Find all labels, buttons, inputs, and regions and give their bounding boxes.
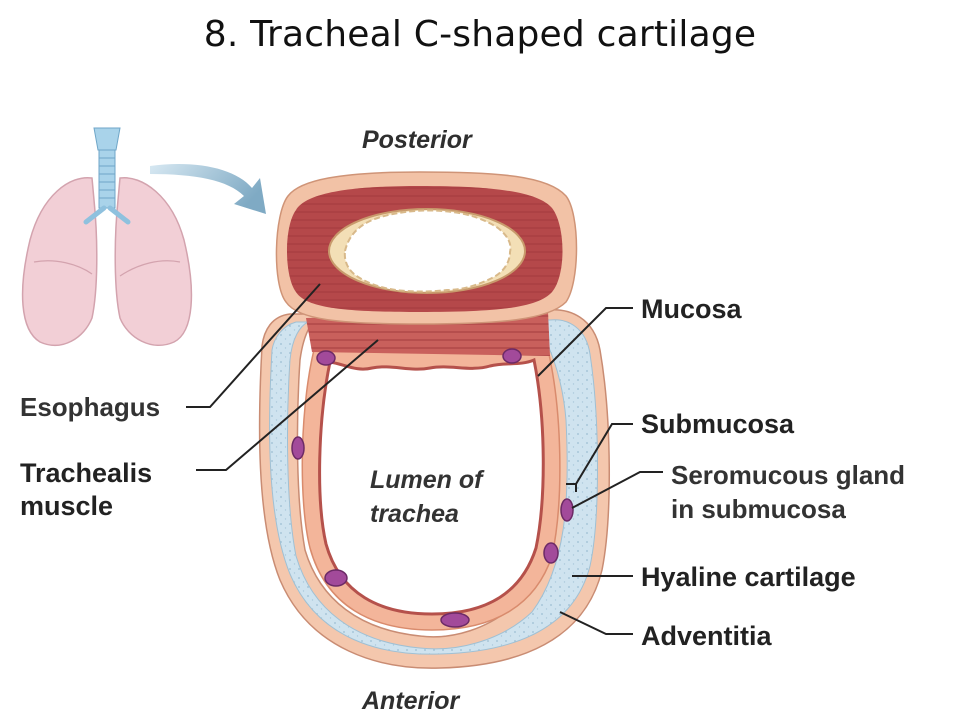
submucosa-label: Submucosa: [641, 409, 795, 439]
seromucous-label-line-1: Seromucous gland: [671, 460, 905, 490]
mucosa-label: Mucosa: [641, 294, 743, 324]
lungs-icon: [21, 177, 193, 347]
mucosa-leader-line: [537, 307, 633, 377]
lumen-label-line-1: Lumen of: [370, 466, 485, 494]
hyaline-cartilage-label: Hyaline cartilage: [641, 562, 856, 592]
seromucous-glands: [291, 348, 574, 628]
trachealis-leader-line: [196, 339, 379, 471]
anterior-label: Anterior: [361, 687, 461, 715]
esophagus-leader-line: [186, 283, 321, 408]
slide-title: 8. Tracheal C-shaped cartilage: [203, 14, 757, 55]
trachealis-label-line-2: muscle: [20, 491, 113, 521]
posterior-label: Posterior: [362, 126, 473, 154]
pointer-arrow: [150, 164, 266, 214]
lumen-of-trachea: [318, 357, 545, 616]
adventitia-leader-line: [559, 611, 633, 635]
adventitia-label: Adventitia: [641, 621, 773, 651]
submucosa-leader-line: [566, 423, 633, 492]
lumen-label-line-2: trachea: [370, 500, 459, 528]
esophagus-label: Esophagus: [20, 392, 160, 422]
seromucous-label-line-2: in submucosa: [671, 494, 846, 524]
esophagus-shape: [275, 171, 578, 325]
seromucous-leader-line: [571, 471, 663, 509]
trachealis-label-line-1: Trachealis: [20, 458, 152, 488]
trachea-icon: [83, 127, 131, 225]
